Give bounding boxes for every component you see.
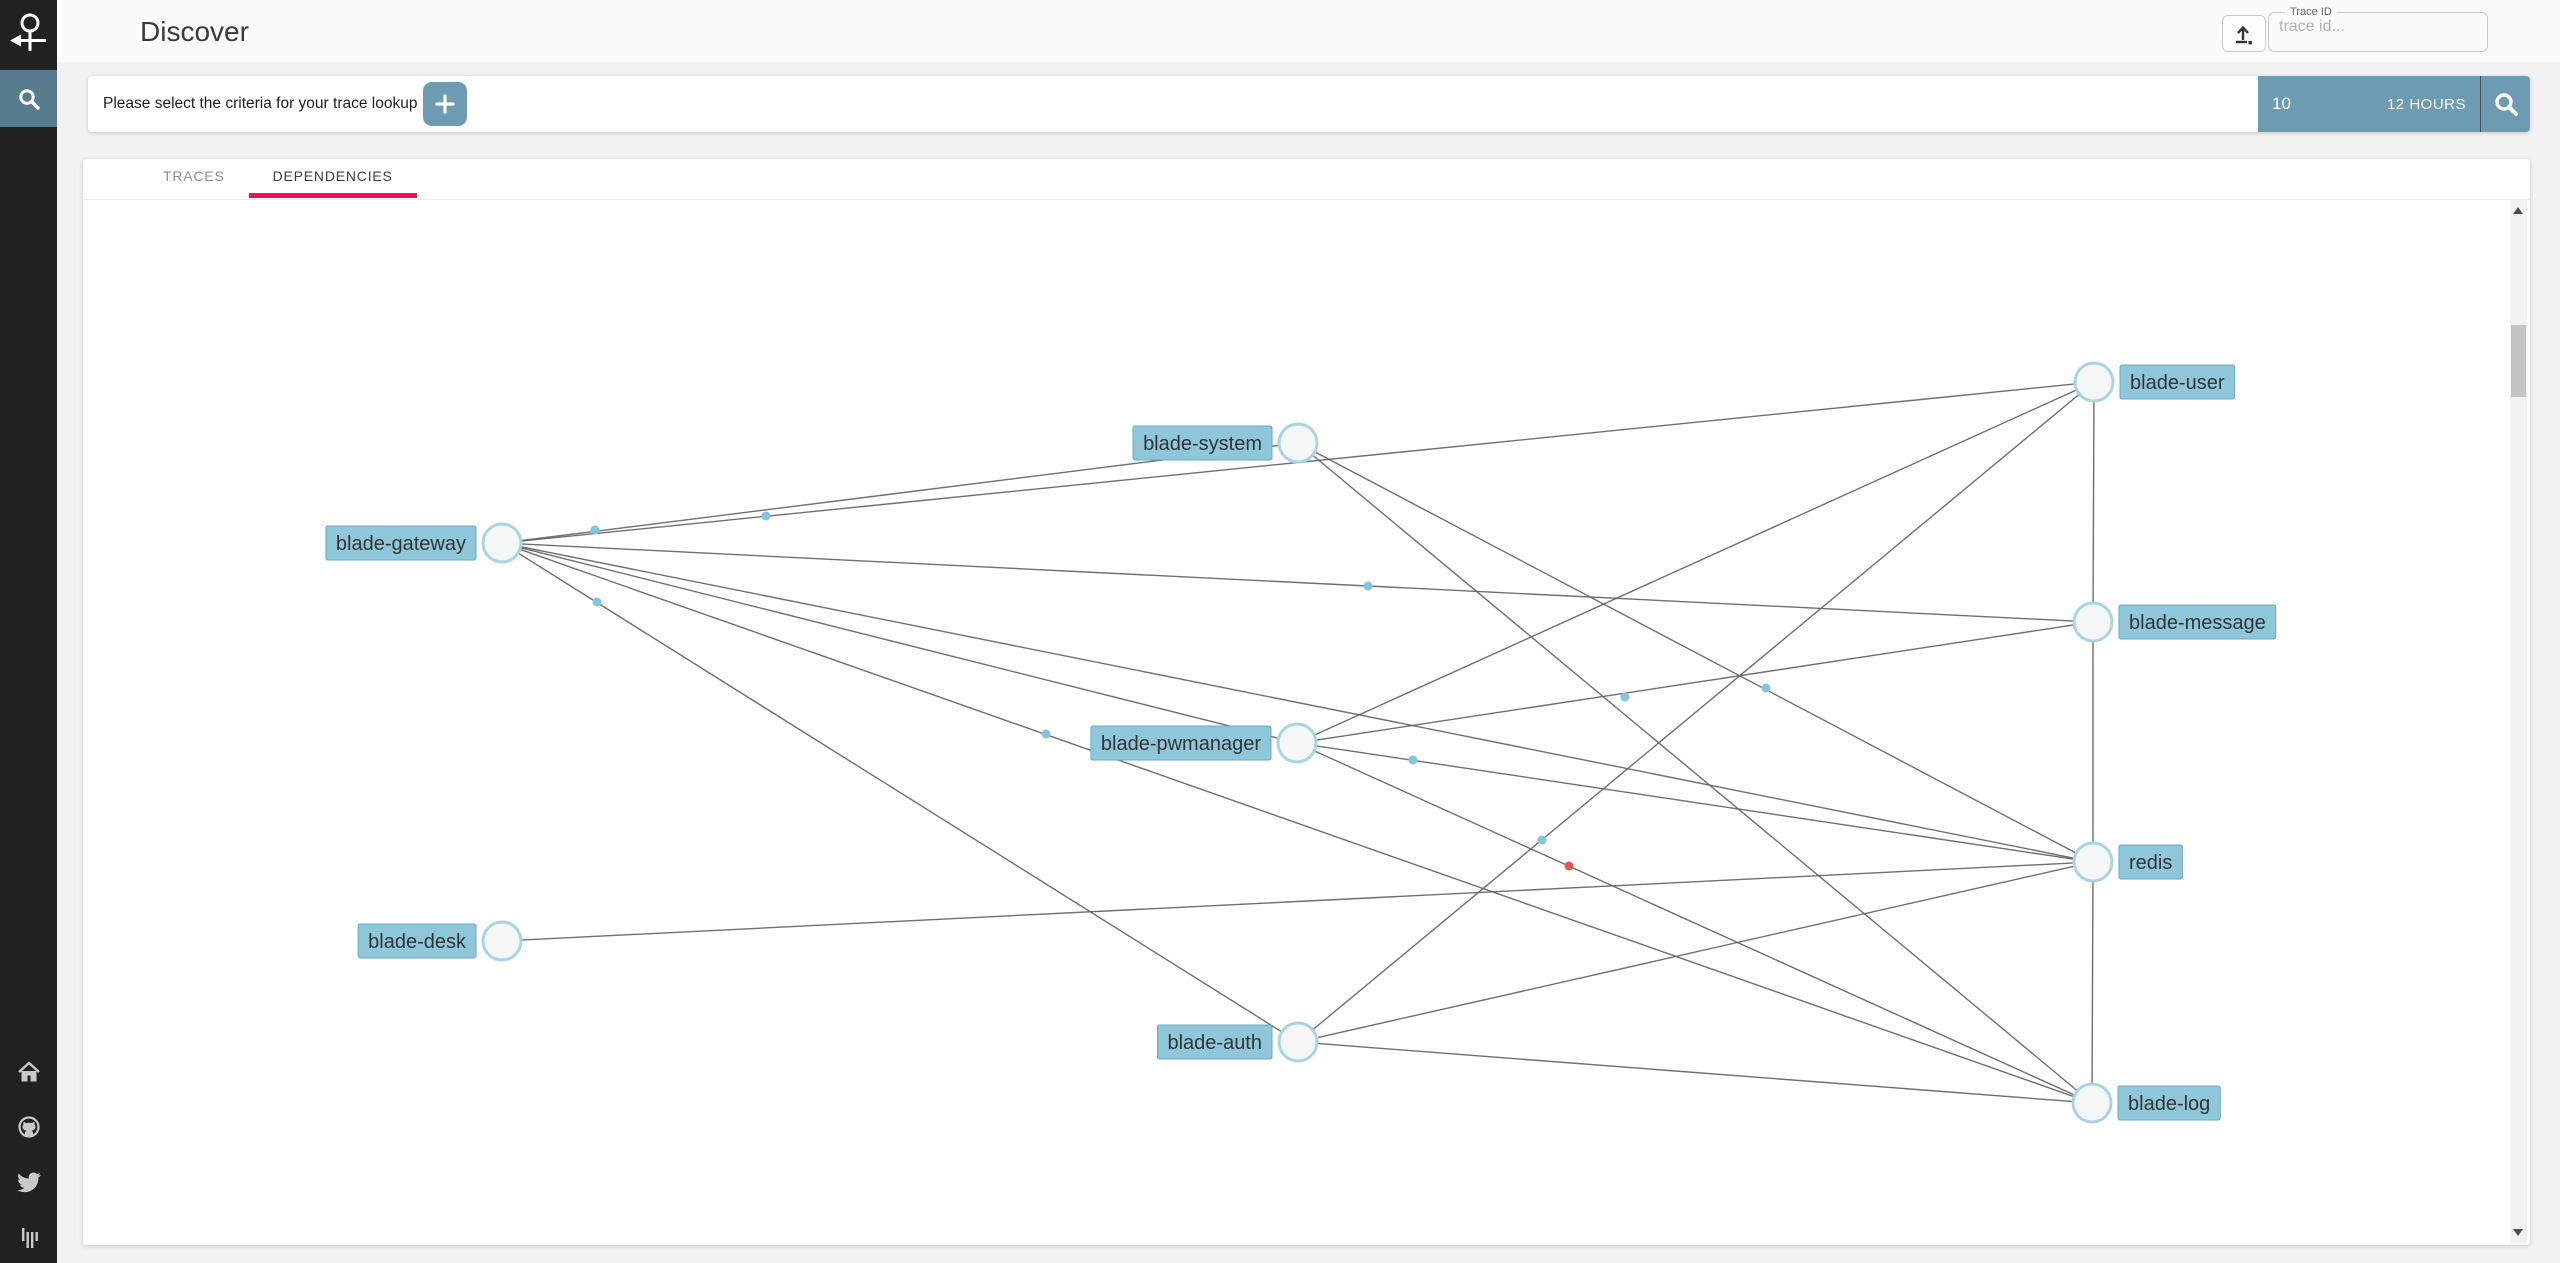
- sidebar-item-gitter[interactable]: [15, 1223, 43, 1251]
- graph-edge-blade-pwmanager-blade-message: [1315, 624, 2075, 741]
- scrollbar-thumb[interactable]: [2511, 325, 2526, 397]
- scroll-down-arrow-icon[interactable]: [2513, 1227, 2524, 1238]
- edge-traffic-dot-blue: [592, 597, 602, 607]
- graph-node-label-text: blade-system: [1143, 433, 1262, 455]
- graph-edge-blade-gateway-blade-pwmanager: [520, 546, 1279, 740]
- graph-edge-blade-gateway-blade-system: [520, 444, 1280, 542]
- gitter-icon: [21, 1228, 38, 1248]
- graph-node-label-blade-system[interactable]: [1132, 425, 1273, 461]
- edge-traffic-dot-blue: [1537, 835, 1547, 845]
- graph-node-label-text: blade-desk: [368, 931, 467, 953]
- edge-traffic-dot-blue: [1041, 729, 1051, 739]
- edge-traffic-dot-blue: [1761, 683, 1771, 693]
- graph-edge-blade-gateway-redis: [520, 546, 2075, 859]
- graph-node-redis[interactable]: [2072, 841, 2114, 883]
- search-icon: [2494, 93, 2518, 116]
- scroll-up-arrow-icon[interactable]: [2513, 205, 2524, 216]
- graph-node-label-text: blade-gateway: [336, 533, 466, 555]
- edge-traffic-dot-blue: [761, 511, 771, 521]
- sidebar-footer-links: [0, 1058, 57, 1251]
- edge-traffic-dot-blue: [1363, 581, 1373, 591]
- search-icon: [18, 88, 40, 110]
- sidebar-item-search[interactable]: [0, 70, 57, 127]
- result-limit-value[interactable]: 10: [2272, 94, 2291, 113]
- sidebar-item-twitter[interactable]: [15, 1168, 43, 1196]
- graph-edge-blade-user-blade-message: [2092, 400, 2095, 604]
- vertical-scrollbar: [2510, 200, 2527, 1243]
- run-search-button[interactable]: [2481, 76, 2530, 132]
- add-criteria-button[interactable]: [423, 82, 468, 126]
- graph-node-blade-pwmanager[interactable]: [1276, 722, 1318, 764]
- header: Discover Trace ID: [57, 0, 2560, 62]
- graph-edge-blade-pwmanager-blade-user: [1314, 389, 2077, 736]
- trace-id-label: Trace ID: [2290, 6, 2332, 18]
- tab-traces[interactable]: TRACES: [163, 168, 225, 184]
- twitter-icon: [16, 1172, 41, 1193]
- graph-node-label-text: blade-log: [2128, 1093, 2210, 1115]
- graph-node-blade-message[interactable]: [2072, 601, 2114, 643]
- upload-trace-button[interactable]: [2222, 15, 2266, 52]
- options-divider: [2480, 76, 2481, 132]
- home-icon: [17, 1061, 40, 1082]
- criteria-prompt: Please select the criteria for your trac…: [103, 95, 418, 112]
- graph-edge-blade-auth-blade-log: [1316, 1042, 2074, 1103]
- page-title: Discover: [140, 16, 249, 47]
- graph-node-label-text: blade-auth: [1167, 1032, 1262, 1054]
- graph-node-label-blade-auth[interactable]: [1156, 1024, 1273, 1060]
- graph-edge-blade-auth-blade-user: [1312, 393, 2080, 1031]
- graph-node-label-blade-gateway[interactable]: [325, 525, 477, 561]
- sidebar-item-github[interactable]: [15, 1113, 43, 1141]
- trace-id-fieldset: Trace ID: [2268, 6, 2488, 52]
- graph-node-label-redis[interactable]: [2118, 844, 2183, 880]
- search-criteria-bar: Please select the criteria for your trac…: [88, 76, 2530, 132]
- dependency-graph: blade-gateway blade-desk blade-system blade…: [325, 361, 2277, 1124]
- graph-node-label-blade-message[interactable]: [2118, 604, 2277, 640]
- graph-node-label-text: redis: [2129, 852, 2172, 874]
- graph-node-label-text: blade-user: [2130, 372, 2225, 394]
- graph-node-label-text: blade-message: [2129, 612, 2266, 634]
- graph-node-label-blade-log[interactable]: [2117, 1085, 2221, 1121]
- github-icon: [17, 1116, 40, 1138]
- graph-node-label-text: blade-pwmanager: [1101, 733, 1261, 755]
- graph-edge-blade-gateway-blade-log: [519, 548, 2075, 1098]
- graph-node-label-blade-desk[interactable]: [357, 923, 477, 959]
- plus-icon: [435, 94, 456, 114]
- graph-node-blade-gateway[interactable]: [481, 522, 523, 564]
- graph-node-label-blade-pwmanager[interactable]: [1090, 725, 1272, 761]
- graph-node-label-blade-user[interactable]: [2119, 364, 2236, 400]
- results-card: TRACES DEPENDENCIES blade-gateway blade-d…: [83, 159, 2530, 1245]
- zipkin-logo-icon: [9, 13, 46, 51]
- graph-node-blade-desk[interactable]: [481, 920, 523, 962]
- graph-edge-blade-gateway-blade-auth: [517, 552, 1283, 1033]
- graph-node-blade-log[interactable]: [2071, 1082, 2113, 1124]
- graph-edge-blade-desk-redis: [520, 862, 2075, 941]
- trace-id-input[interactable]: [2279, 18, 2477, 36]
- search-options-section: 10 12 HOURS: [2258, 76, 2530, 132]
- graph-edge-blade-gateway-blade-message: [520, 543, 2075, 622]
- graph-edge-blade-system-redis: [1314, 451, 2077, 854]
- sidebar: [0, 0, 57, 1263]
- edge-traffic-dot-blue: [1620, 692, 1630, 702]
- edge-traffic-dot-blue: [1408, 755, 1418, 765]
- graph-node-blade-system[interactable]: [1277, 422, 1319, 464]
- sidebar-item-home-logo[interactable]: [0, 0, 57, 62]
- graph-node-blade-auth[interactable]: [1277, 1021, 1319, 1063]
- graph-edge-blade-pwmanager-redis: [1315, 745, 2075, 860]
- graph-node-blade-user[interactable]: [2073, 361, 2115, 403]
- graph-edge-blade-system-blade-log: [1312, 454, 2078, 1092]
- sidebar-item-home[interactable]: [15, 1058, 43, 1086]
- edge-traffic-dot-red: [1564, 861, 1574, 871]
- graph-edge-blade-auth-redis: [1316, 865, 2075, 1039]
- lookback-value[interactable]: 12 HOURS: [2386, 95, 2466, 113]
- edge-traffic-dot-blue: [590, 525, 600, 535]
- tabbar: TRACES DEPENDENCIES: [83, 159, 2530, 200]
- graph-edge-blade-pwmanager-blade-log: [1314, 750, 2075, 1096]
- graph-edge-redis-blade-log: [2091, 880, 2094, 1085]
- upload-icon: [2236, 25, 2252, 44]
- tab-dependencies[interactable]: DEPENDENCIES: [248, 159, 417, 198]
